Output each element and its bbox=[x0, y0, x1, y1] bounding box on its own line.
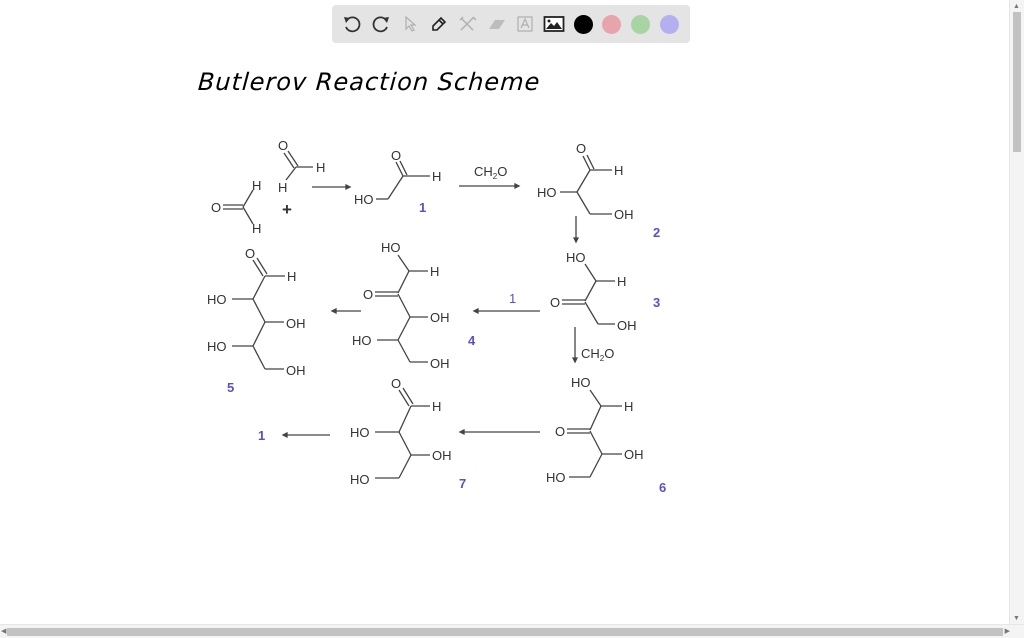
svg-text:OH: OH bbox=[286, 316, 306, 331]
svg-text:HO: HO bbox=[537, 185, 557, 200]
redo-button[interactable] bbox=[367, 10, 396, 39]
svg-text:OH: OH bbox=[614, 207, 634, 222]
compound-5: O H HO OH HO OH 5 bbox=[207, 246, 306, 395]
svg-text:H: H bbox=[287, 269, 296, 284]
compound-7: O H HO OH HO 7 bbox=[350, 376, 466, 491]
svg-text:CH2O: CH2O bbox=[581, 346, 614, 363]
compound-1: HO O H 1 bbox=[354, 148, 441, 215]
compound-number-5: 5 bbox=[227, 380, 234, 395]
svg-text:HO: HO bbox=[566, 250, 586, 265]
svg-text:O: O bbox=[391, 148, 401, 163]
compound-number-2: 2 bbox=[653, 225, 660, 240]
svg-text:HO: HO bbox=[381, 240, 401, 255]
svg-text:H: H bbox=[614, 163, 623, 178]
formaldehyde-a: O H H bbox=[211, 178, 261, 236]
svg-text:O: O bbox=[555, 424, 565, 439]
compound-6: HO H O OH HO 6 bbox=[546, 375, 666, 495]
svg-text:OH: OH bbox=[617, 318, 637, 333]
svg-text:H: H bbox=[432, 169, 441, 184]
svg-text:O: O bbox=[245, 246, 255, 261]
select-button[interactable] bbox=[396, 10, 425, 39]
compound-number-7: 7 bbox=[459, 476, 466, 491]
scroll-left-arrow[interactable]: ◀ bbox=[1, 628, 7, 635]
color-black[interactable] bbox=[569, 10, 598, 39]
horizontal-scroll-thumb[interactable] bbox=[7, 628, 1003, 636]
image-button[interactable] bbox=[540, 10, 569, 39]
svg-text:OH: OH bbox=[624, 447, 644, 462]
undo-icon bbox=[344, 16, 361, 33]
svg-text:O: O bbox=[278, 138, 288, 153]
vertical-scrollbar[interactable]: ▲ ▼ bbox=[1009, 0, 1024, 625]
color-swatch-pink bbox=[602, 14, 622, 34]
svg-text:HO: HO bbox=[350, 472, 370, 487]
svg-text:H: H bbox=[278, 180, 287, 195]
svg-text:H: H bbox=[617, 274, 626, 289]
eraser-button[interactable] bbox=[482, 10, 511, 39]
svg-text:H: H bbox=[432, 399, 441, 414]
svg-text:O: O bbox=[576, 141, 586, 156]
svg-text:O: O bbox=[363, 287, 373, 302]
scroll-down-arrow[interactable]: ▼ bbox=[1013, 615, 1020, 622]
vertical-scroll-thumb[interactable] bbox=[1013, 12, 1021, 152]
select-pointer-icon bbox=[405, 15, 417, 32]
compound-number-3: 3 bbox=[653, 295, 660, 310]
svg-text:HO: HO bbox=[207, 339, 227, 354]
svg-text:OH: OH bbox=[430, 356, 450, 371]
svg-text:HO: HO bbox=[571, 375, 591, 390]
compound-number-6: 6 bbox=[659, 480, 666, 495]
color-purple[interactable] bbox=[655, 10, 684, 39]
image-icon bbox=[543, 16, 565, 32]
text-box-icon bbox=[517, 16, 533, 32]
svg-text:OH: OH bbox=[432, 448, 452, 463]
compound-4: HO H O OH HO OH 4 bbox=[352, 240, 476, 371]
compound-2: HO O H OH 2 bbox=[537, 141, 660, 240]
compound-number-4: 4 bbox=[468, 333, 476, 348]
svg-text:H: H bbox=[252, 221, 261, 236]
svg-text:OH: OH bbox=[286, 363, 306, 378]
undo-button[interactable] bbox=[338, 10, 367, 39]
svg-text:HO: HO bbox=[352, 333, 372, 348]
svg-text:H: H bbox=[430, 264, 439, 279]
svg-text:+: + bbox=[282, 200, 292, 219]
color-swatch-purple bbox=[660, 14, 680, 34]
eraser-icon bbox=[488, 20, 505, 29]
svg-text:H: H bbox=[624, 399, 633, 414]
svg-text:HO: HO bbox=[350, 425, 370, 440]
svg-text:O: O bbox=[391, 376, 401, 391]
svg-text:HO: HO bbox=[546, 470, 566, 485]
compound-number-1-return: 1 bbox=[258, 428, 265, 443]
tools-button[interactable] bbox=[453, 10, 482, 39]
compound-number-1: 1 bbox=[419, 200, 426, 215]
color-pink[interactable] bbox=[597, 10, 626, 39]
color-green[interactable] bbox=[626, 10, 655, 39]
color-swatch-black bbox=[573, 14, 593, 34]
butlerov-reaction-scheme: O H H + O H H HO O H 1 CH2O bbox=[207, 138, 666, 495]
pen-icon bbox=[432, 16, 447, 31]
redo-icon bbox=[372, 16, 390, 33]
svg-text:H: H bbox=[252, 178, 261, 193]
svg-text:O: O bbox=[550, 295, 560, 310]
svg-text:CH2O: CH2O bbox=[474, 164, 507, 181]
tools-icon bbox=[459, 16, 477, 31]
drawing-toolbar bbox=[332, 5, 690, 43]
svg-text:OH: OH bbox=[430, 310, 450, 325]
svg-text:H: H bbox=[316, 160, 325, 175]
svg-text:1: 1 bbox=[509, 291, 516, 306]
whiteboard-canvas[interactable]: Butlerov Reaction Scheme O H H + O H H H… bbox=[0, 0, 1010, 625]
svg-text:HO: HO bbox=[354, 192, 374, 207]
text-button[interactable] bbox=[511, 10, 540, 39]
svg-text:O: O bbox=[211, 200, 221, 215]
color-swatch-green bbox=[631, 14, 651, 34]
svg-text:HO: HO bbox=[207, 292, 227, 307]
pen-button[interactable] bbox=[424, 10, 453, 39]
compound-3: HO H O OH 3 bbox=[550, 250, 660, 333]
scroll-right-arrow[interactable]: ▶ bbox=[1004, 628, 1010, 635]
formaldehyde-b: O H H bbox=[278, 138, 325, 195]
scroll-up-arrow[interactable]: ▲ bbox=[1013, 3, 1020, 10]
horizontal-scrollbar[interactable]: ◀ ▶ bbox=[0, 624, 1024, 638]
